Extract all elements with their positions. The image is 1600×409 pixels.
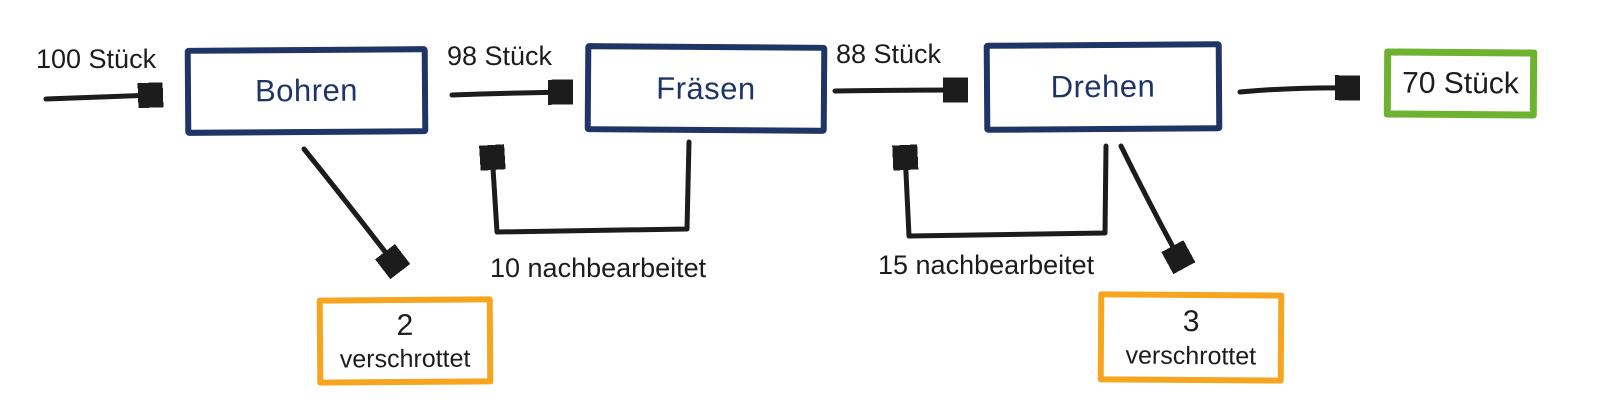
arrow-bohren-to-fraesen: [449, 92, 566, 95]
flow-label-after-fraesen: 88 Stück: [836, 39, 942, 69]
arrow-drehen-rework-loop: [905, 143, 1109, 239]
station-box-bohren: Bohren: [184, 46, 429, 136]
station-label-fraesen: Fräsen: [656, 70, 756, 106]
scrap-caption-drehen: verschrottet: [1125, 341, 1257, 371]
scrap-count-bohren: 2: [396, 308, 414, 342]
scrap-box-drehen: 3 verschrottet: [1097, 291, 1285, 384]
rework-label-drehen: 15 nachbearbeitet: [878, 250, 1095, 280]
output-label: 70 Stück: [1402, 66, 1519, 100]
scrap-caption-bohren: verschrottet: [339, 344, 471, 374]
arrow-drehen-to-scrap: [1118, 143, 1181, 262]
arrow-bohren-to-scrap: [301, 146, 396, 266]
station-label-bohren: Bohren: [254, 72, 359, 109]
arrow-fraesen-to-drehen: [832, 90, 961, 91]
rework-label-fraesen: 10 nachbearbeitet: [490, 253, 707, 283]
station-label-drehen: Drehen: [1050, 68, 1156, 105]
arrow-input-to-bohren: [43, 95, 156, 99]
station-box-drehen: Drehen: [983, 41, 1223, 133]
scrap-count-drehen: 3: [1182, 305, 1200, 339]
station-box-fraesen: Fräsen: [584, 43, 828, 134]
arrow-fraesen-rework-loop: [492, 139, 692, 235]
flow-label-input: 100 Stück: [36, 44, 157, 74]
scrap-box-bohren: 2 verschrottet: [316, 296, 494, 386]
arrow-drehen-to-output: [1237, 88, 1353, 92]
flow-label-after-bohren: 98 Stück: [447, 41, 553, 71]
output-box: 70 Stück: [1383, 48, 1538, 119]
